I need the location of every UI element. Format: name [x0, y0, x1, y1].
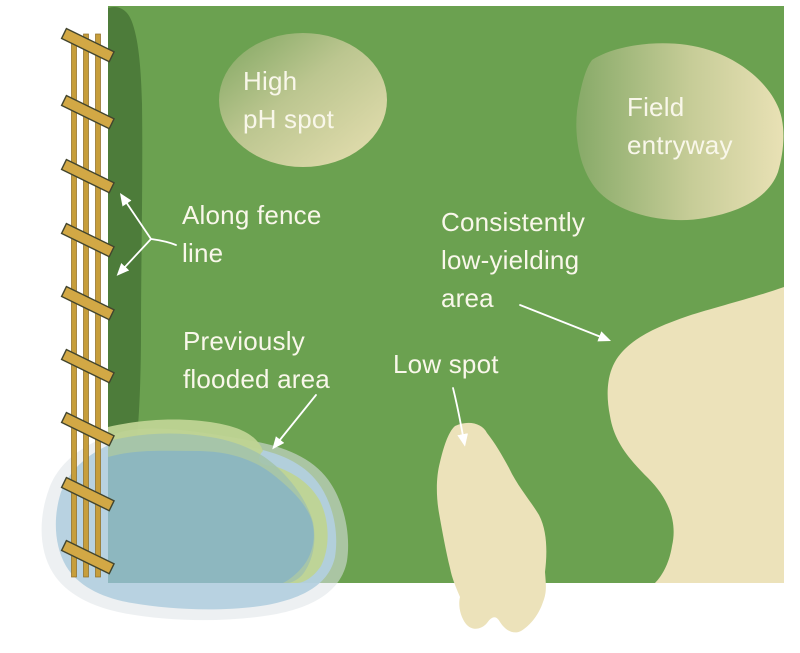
fence-crossbar — [60, 158, 115, 194]
fence-line-shade-area — [108, 6, 143, 515]
fence-crossbar — [60, 222, 115, 258]
along-fence-line-label: Along fence line — [182, 200, 322, 268]
fence — [60, 27, 115, 578]
low-yielding-area — [607, 287, 784, 583]
flooded-area — [41, 419, 349, 621]
fence-crossbar — [60, 285, 115, 321]
annotation-arrows — [116, 193, 612, 450]
fence-rail — [71, 33, 77, 578]
field-entryway-label: Field entryway — [627, 92, 733, 160]
fence-crossbar — [60, 348, 115, 384]
low-spot-area — [436, 422, 547, 633]
flooded-area-label: Previously flooded area — [183, 326, 330, 394]
flooded-area-core — [108, 450, 314, 583]
arrow-to-fence-lower — [116, 238, 152, 276]
high-ph-spot-area — [219, 33, 387, 167]
low-yielding-area-label: Consistently low-yielding area — [441, 207, 586, 313]
fence-fork-stem — [150, 238, 177, 246]
arrow-to-low-yielding-area — [519, 304, 612, 342]
field-entryway-area — [576, 43, 784, 221]
fence-crossbar — [60, 411, 115, 447]
fence-crossbar — [60, 476, 115, 512]
high-ph-spot-label: High pH spot — [243, 66, 335, 134]
arrow-to-low-spot — [452, 387, 468, 447]
low-spot-label: Low spot — [393, 349, 499, 379]
arrow-to-flooded-area — [272, 394, 317, 450]
fence-crossbar — [60, 94, 115, 130]
arrow-to-fence-upper — [119, 193, 152, 240]
fence-crossbar — [60, 539, 115, 575]
fence-crossbar — [60, 27, 115, 63]
